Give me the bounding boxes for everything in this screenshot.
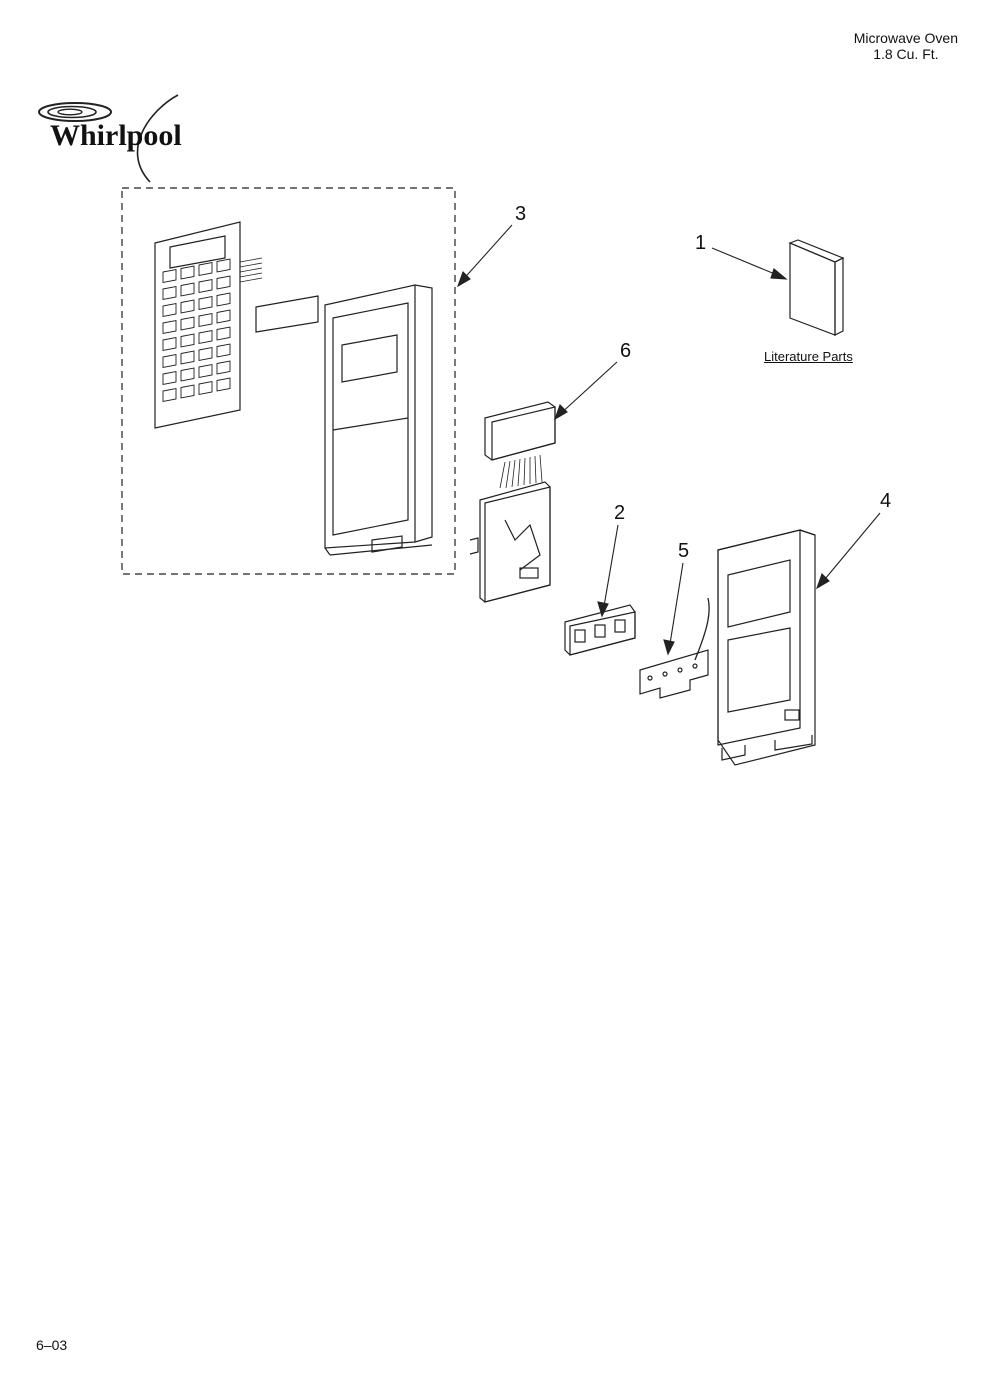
keypad-key <box>198 295 213 311</box>
keypad-key <box>162 370 177 386</box>
keypad-key <box>162 319 177 335</box>
keypad-key <box>180 282 195 297</box>
keypad-key <box>162 353 177 369</box>
keypad-key <box>180 316 195 331</box>
keypad-key <box>216 377 231 392</box>
keypad-key <box>180 265 195 280</box>
keypad-key <box>180 299 195 314</box>
callout-6: 6 <box>620 340 632 362</box>
sensor-bracket <box>639 597 710 699</box>
product-title: Microwave Oven 1.8 Cu. Ft. <box>854 30 958 62</box>
keypad-key <box>198 329 213 345</box>
keypad-key <box>216 360 231 375</box>
keypad-key <box>162 268 177 284</box>
callout-4: 4 <box>880 490 892 512</box>
product-capacity: 1.8 Cu. Ft. <box>873 46 939 62</box>
keypad-key <box>216 292 231 307</box>
keypad-key <box>198 312 213 328</box>
keypad-key <box>180 333 195 348</box>
display-window <box>255 295 319 333</box>
display-board <box>484 401 556 489</box>
keypad-key <box>216 343 231 358</box>
leader-lines <box>456 224 881 656</box>
whirlpool-logo: Whirlpool <box>38 94 182 183</box>
literature-parts-label: Literature Parts <box>764 349 853 364</box>
keypad-key <box>198 278 213 294</box>
switch-assembly <box>564 604 636 656</box>
keypad-key <box>198 380 213 396</box>
literature-book <box>788 239 845 336</box>
keypad-key <box>216 275 231 290</box>
keypad-key <box>198 261 213 277</box>
keypad-key <box>162 302 177 318</box>
product-name: Microwave Oven <box>853 30 958 46</box>
control-board <box>469 481 551 603</box>
keypad-key <box>198 346 213 362</box>
keypad-membrane <box>154 221 263 429</box>
callout-5: 5 <box>678 540 690 562</box>
keypad-key <box>162 285 177 301</box>
keypad-key <box>162 387 177 403</box>
callout-1: 1 <box>695 232 707 254</box>
callout-3: 3 <box>515 203 527 225</box>
callout-2: 2 <box>614 502 626 524</box>
logo-wordmark: Whirlpool <box>50 119 182 152</box>
keypad-key <box>180 350 195 365</box>
keypad-key <box>198 363 213 379</box>
keypad-key <box>216 258 231 273</box>
control-panel-frame <box>324 284 433 556</box>
date-code: 6–03 <box>36 1337 68 1353</box>
keypad-key <box>162 336 177 352</box>
keypad-key <box>180 384 195 399</box>
mounting-frame <box>717 529 816 766</box>
keypad-key <box>216 326 231 341</box>
keypad-key <box>216 309 231 324</box>
keypad-key <box>180 367 195 382</box>
